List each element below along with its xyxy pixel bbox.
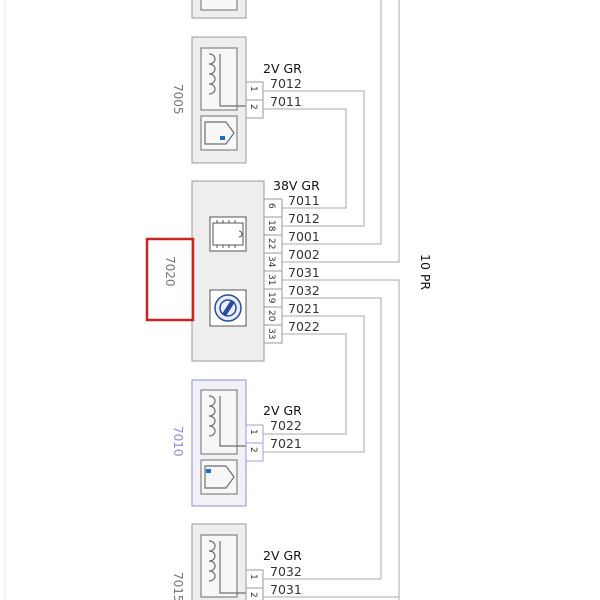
pin-label: 2 xyxy=(248,447,258,453)
component-7010[interactable]: 1 2 2V GR 7022 7021 xyxy=(191,379,302,507)
connector-header: 2V GR xyxy=(263,61,302,76)
coil-lead xyxy=(219,54,246,107)
sensor-shape xyxy=(204,465,235,489)
sensor-shape xyxy=(204,121,235,145)
wire-label: 7012 xyxy=(270,76,302,91)
ic-chip-icon xyxy=(209,216,247,252)
component-7020[interactable]: 6 18 22 34 31 19 20 33 38V GR 7011 7012 … xyxy=(191,178,320,362)
ecu-logo-icon xyxy=(209,289,247,327)
wire-layer xyxy=(263,0,400,600)
pin-label: 2 xyxy=(248,104,258,110)
highlight-box xyxy=(145,237,195,322)
pin-label: 18 xyxy=(266,220,276,232)
wire-label: 7011 xyxy=(288,193,320,208)
component-id-label: 7010 xyxy=(171,426,185,457)
wire-7021[interactable] xyxy=(263,315,365,453)
wire-label: 7011 xyxy=(270,94,302,109)
wire-label: 7021 xyxy=(288,301,320,316)
pin-label: 33 xyxy=(266,328,276,339)
wire-label: 7002 xyxy=(288,247,320,262)
connector-header: 2V GR xyxy=(263,403,302,418)
pin-label: 1 xyxy=(248,574,258,580)
wire-7032[interactable] xyxy=(263,297,382,580)
wire-label: 7012 xyxy=(288,211,320,226)
sensor-icon xyxy=(200,0,238,11)
wire-label: 7022 xyxy=(270,418,302,433)
pin-label: 22 xyxy=(266,238,276,249)
wire-label: 7021 xyxy=(270,436,302,451)
coil-winding xyxy=(208,53,216,95)
wire-label: 7022 xyxy=(288,319,320,334)
component-7005[interactable]: 1 2 2V GR 7012 7011 xyxy=(191,36,302,164)
coil-icon xyxy=(200,47,238,111)
pin-label: 19 xyxy=(266,292,276,304)
wire-label: 7032 xyxy=(288,283,320,298)
pin-label: 6 xyxy=(266,203,276,209)
wire-label: 7032 xyxy=(270,564,302,579)
sensor-icon xyxy=(200,459,238,495)
component-id-label: 7005 xyxy=(171,84,185,115)
pin-label: 20 xyxy=(266,310,276,322)
pin-label: 2 xyxy=(248,592,258,598)
coil-icon xyxy=(200,534,238,598)
pin-label: 1 xyxy=(248,429,258,435)
wire-7002[interactable] xyxy=(282,0,400,263)
coil-lead xyxy=(219,396,246,447)
coil-icon xyxy=(200,389,238,455)
wire-7022[interactable] xyxy=(263,333,347,435)
coil-lead xyxy=(219,541,246,594)
coil-winding xyxy=(208,395,216,437)
connector-header: 38V GR xyxy=(273,178,320,193)
wire-label: 7031 xyxy=(288,265,320,280)
wire-7011[interactable] xyxy=(263,108,347,209)
coil-winding xyxy=(208,540,216,582)
wire-7031[interactable] xyxy=(282,279,400,600)
pin-label: 34 xyxy=(266,256,276,268)
wire-7001[interactable] xyxy=(282,0,382,245)
sensor-icon xyxy=(200,115,238,151)
indicator-mark xyxy=(206,469,211,473)
wire-7012[interactable] xyxy=(263,90,365,227)
bus-label: 10 PR xyxy=(418,254,433,290)
component-id-label: 7015 xyxy=(171,572,185,600)
pin-label: 31 xyxy=(266,274,276,285)
component-id-label: 7020 xyxy=(163,256,177,287)
wire-label: 7001 xyxy=(288,229,320,244)
indicator-mark xyxy=(220,136,225,140)
pin-label: 1 xyxy=(248,86,258,92)
wire-label: 7031 xyxy=(270,582,302,597)
component-7015[interactable]: 1 2 2V GR 7032 7031 xyxy=(191,523,302,600)
connector-header: 2V GR xyxy=(263,548,302,563)
component-top-partial[interactable] xyxy=(191,0,247,19)
